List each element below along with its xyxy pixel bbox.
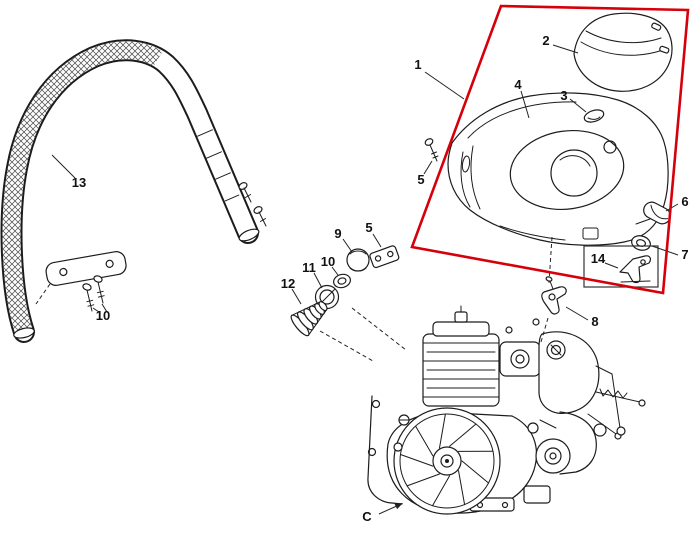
highlight-box-part-1 bbox=[410, 4, 690, 295]
handle-screws-part-10 bbox=[82, 275, 105, 312]
callout-part-8: 8 bbox=[591, 314, 598, 329]
handle-mount-bracket bbox=[35, 251, 127, 305]
intake-boot-part-12 bbox=[290, 301, 328, 337]
callout-part-14: 14 bbox=[591, 251, 606, 266]
callout-part-12: 12 bbox=[281, 276, 295, 291]
callout-part-3: 3 bbox=[560, 88, 567, 103]
ring-part-10 bbox=[333, 273, 351, 289]
assembly-line-cluster-to-engine bbox=[351, 307, 407, 351]
callout-part-4: 4 bbox=[514, 77, 522, 92]
callout-part-6: 6 bbox=[681, 194, 688, 209]
callout-part-5-cover: 5 bbox=[417, 172, 424, 187]
primer-knob-part-9 bbox=[346, 248, 370, 272]
callout-part-13: 13 bbox=[72, 175, 86, 190]
handle-start-cap bbox=[13, 327, 35, 339]
main-cover-part-4 bbox=[447, 92, 669, 246]
spark-plug bbox=[454, 311, 468, 323]
assembly-line-boot-to-engine bbox=[319, 330, 374, 362]
clutch-drum bbox=[535, 438, 571, 474]
leader-lines bbox=[51, 44, 679, 515]
carburetor-box bbox=[499, 341, 541, 377]
callout-part-7: 7 bbox=[681, 247, 688, 262]
top-cover-part-2 bbox=[573, 12, 673, 92]
engine-assembly bbox=[367, 305, 646, 515]
clip-kit-part-14 bbox=[583, 245, 659, 288]
callout-part-5-plate: 5 bbox=[365, 220, 372, 235]
c-arrowhead bbox=[394, 503, 403, 510]
callout-part-2: 2 bbox=[542, 33, 549, 48]
callout-part-1: 1 bbox=[414, 57, 421, 72]
callout-part-9: 9 bbox=[334, 226, 341, 241]
tank-housing bbox=[538, 331, 600, 414]
callout-part-10-screws: 10 bbox=[96, 308, 110, 323]
callout-labels: 1 2 3 4 5 6 7 8 9 5 10 11 12 13 10 14 C bbox=[72, 33, 689, 524]
callout-part-11: 11 bbox=[302, 260, 316, 275]
cover-screw-part-5 bbox=[424, 138, 439, 162]
mount-plate-part-5 bbox=[369, 245, 400, 269]
plug-part-3 bbox=[583, 109, 605, 123]
handle-end-cap bbox=[238, 228, 260, 242]
callout-engine-c: C bbox=[362, 509, 372, 524]
callout-part-10-grommet: 10 bbox=[321, 254, 335, 269]
handle-clamp-screws bbox=[238, 182, 267, 227]
bracket-part-8 bbox=[540, 236, 567, 343]
front-handle-part-13 bbox=[0, 39, 260, 343]
